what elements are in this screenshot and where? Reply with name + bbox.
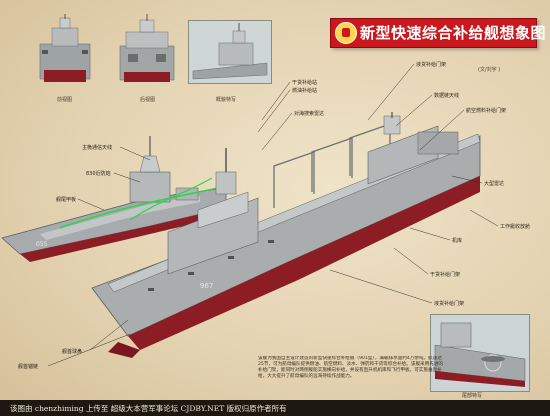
callout-dry-cargo-crane: 液货补给门架 xyxy=(416,62,447,68)
front-view-thumbnail xyxy=(30,14,100,89)
callout-rear-dry-cargo: 干货补给门架 xyxy=(430,272,461,278)
callout-fuel-station: 燃油补给站 xyxy=(292,88,318,94)
stern-detail-drawing xyxy=(434,322,526,387)
rear-view-drawing xyxy=(119,14,175,82)
supply-hull-number: 967 xyxy=(200,282,213,290)
overhead-view-drawing xyxy=(192,23,268,80)
callout-side-hull: 机库 xyxy=(452,238,463,244)
author-credit: (文/刘宇 ) xyxy=(478,67,501,73)
callout-liquid-cargo-station: 液货补给门架 xyxy=(434,301,465,307)
navy-emblem-icon xyxy=(335,22,357,44)
escort-destroyer-illustration: 055 xyxy=(1,136,227,262)
callout-fire-control-radar: 大型雷达 xyxy=(484,181,505,187)
front-view-caption: 前视图 xyxy=(57,97,73,103)
footer-credit-text: 该图由 chenzhiming 上传至 超级大本营军事论坛 CJDBY.NET … xyxy=(10,404,287,413)
overhead-view-caption: 概貌特写 xyxy=(216,97,237,103)
front-view-drawing xyxy=(39,14,91,82)
callout-datalink-antenna: 数据链天线 xyxy=(434,93,460,99)
stern-detail-caption: 尾部特写 xyxy=(462,393,483,399)
callout-searchlight: 对海搜索雷达 xyxy=(294,111,325,117)
callout-dry-cargo-station: 干货补给站 xyxy=(292,80,318,86)
poster-title-banner: 新型快速综合补给舰想象图 xyxy=(330,18,546,48)
callout-bulbous-bow: 舰首球鼻 xyxy=(62,349,83,355)
watermark-footer: 该图由 chenzhiming 上传至 超级大本营军事论坛 CJDBY.NET … xyxy=(0,400,550,416)
callout-aviation-fuel-station: 航空燃料补给门架 xyxy=(466,108,507,114)
supply-ship-illustration: 967 xyxy=(91,112,481,358)
stern-detail-thumbnail xyxy=(430,314,530,392)
overhead-view-thumbnail xyxy=(188,20,272,84)
poster-title: 新型快速综合补给舰想象图 xyxy=(360,24,547,42)
rear-view-thumbnail xyxy=(112,14,182,89)
callout-helicopter-deck: 舰尾甲板 xyxy=(56,197,77,203)
rear-view-caption: 后视图 xyxy=(140,97,156,103)
ship-description: 该舰为我国自主设计建造的新型快速综合补给舰（901型），满载排水量约4万余吨，航… xyxy=(258,356,444,379)
escort-hull-number: 055 xyxy=(36,241,48,248)
callout-work-boat: 工作艇收放舱 xyxy=(500,224,531,230)
callout-bow-anchor: 舰首锚链 xyxy=(18,364,39,370)
callout-combat-ship-radar: 主桅通信天线 xyxy=(82,145,113,151)
callout-ciws: 830近防炮 xyxy=(86,171,111,177)
hull-portholes xyxy=(148,240,274,291)
